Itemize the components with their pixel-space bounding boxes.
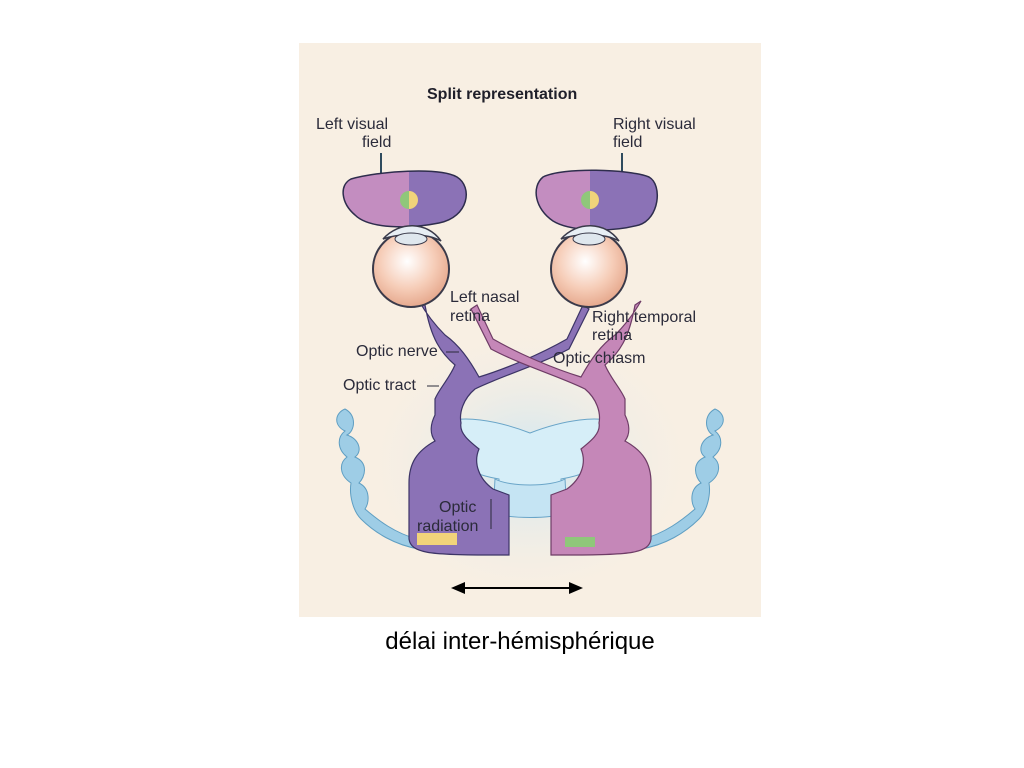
left-nasal-retina-label-2: retina [450,308,490,325]
right-field-spot-green [581,191,590,209]
figure-title: Split representation [427,86,577,103]
optic-chiasm-label: Optic chiasm [553,350,645,367]
left-cortex-terminal [417,533,457,545]
interhemispheric-arrow [451,582,583,594]
left-nasal-retina-label: Left nasal [450,289,519,306]
optic-radiation-label: Optic [439,499,476,516]
left-visual-field-label: Left visual [316,116,388,133]
left-field-spot-yellow [409,191,418,209]
left-pathway [408,300,590,556]
optic-radiation-label-2: radiation [417,518,478,535]
left-visual-field-label-2: field [362,134,391,151]
right-cortex-terminal [565,537,595,547]
left-eye [372,225,450,308]
right-visual-field-label: Right visual [613,116,696,133]
right-visual-field-label-2: field [613,134,642,151]
left-field-spot-green [400,191,409,209]
right-eye [550,225,628,308]
caption: délai inter-hémisphérique [385,628,655,655]
visual-pathway-diagram: Split representation Left visual field R… [299,43,761,617]
right-field-spot-yellow [590,191,599,209]
optic-tract-label: Optic tract [343,377,416,394]
optic-nerve-label: Optic nerve [356,343,438,360]
right-temporal-retina-label-2: retina [592,327,632,344]
right-temporal-retina-label: Right temporal [592,309,696,326]
left-visual-field [342,170,467,228]
right-pathway [470,300,652,556]
